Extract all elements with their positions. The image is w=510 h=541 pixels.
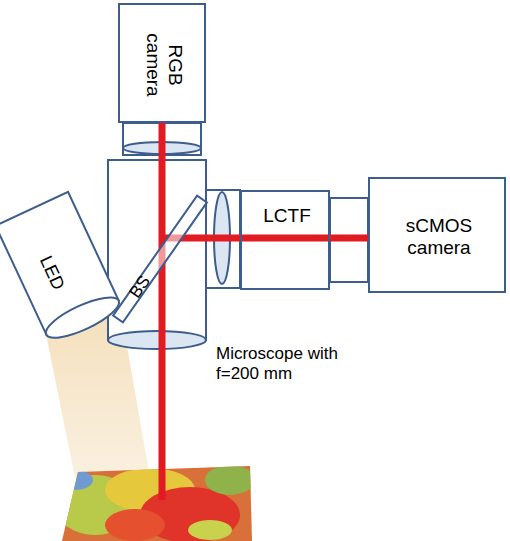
- objective-lens: [108, 331, 206, 349]
- sample-image: [55, 460, 260, 541]
- node-label: LCTF: [247, 205, 327, 227]
- light-beam: [159, 123, 166, 195]
- side-port: [206, 190, 240, 288]
- lamp-window: [41, 290, 124, 346]
- camera-box: RGB camera: [118, 3, 206, 123]
- splitter-plate: [113, 196, 207, 323]
- microscope-tube: [108, 160, 206, 340]
- beam-splitter: BS: [112, 195, 206, 325]
- node-label: sCMOS camera: [394, 215, 484, 259]
- plate-outline: [112, 195, 206, 325]
- tube-connector: [123, 123, 201, 155]
- part-label: Microscope with f=200 mm: [216, 344, 366, 385]
- light-beam: [330, 235, 368, 242]
- tube-lens: [123, 142, 201, 154]
- led-lamp: LED: [0, 185, 120, 355]
- side-lens: [214, 192, 230, 284]
- light-beam: [240, 235, 330, 242]
- filter-box: LCTF: [240, 190, 330, 290]
- lamp-body: [0, 192, 124, 345]
- filter-connector: [330, 198, 368, 282]
- light-beam: [206, 235, 240, 242]
- camera-box: sCMOS camera: [368, 177, 506, 293]
- node-label: BS: [121, 265, 160, 309]
- node-label: RGB camera: [142, 30, 186, 100]
